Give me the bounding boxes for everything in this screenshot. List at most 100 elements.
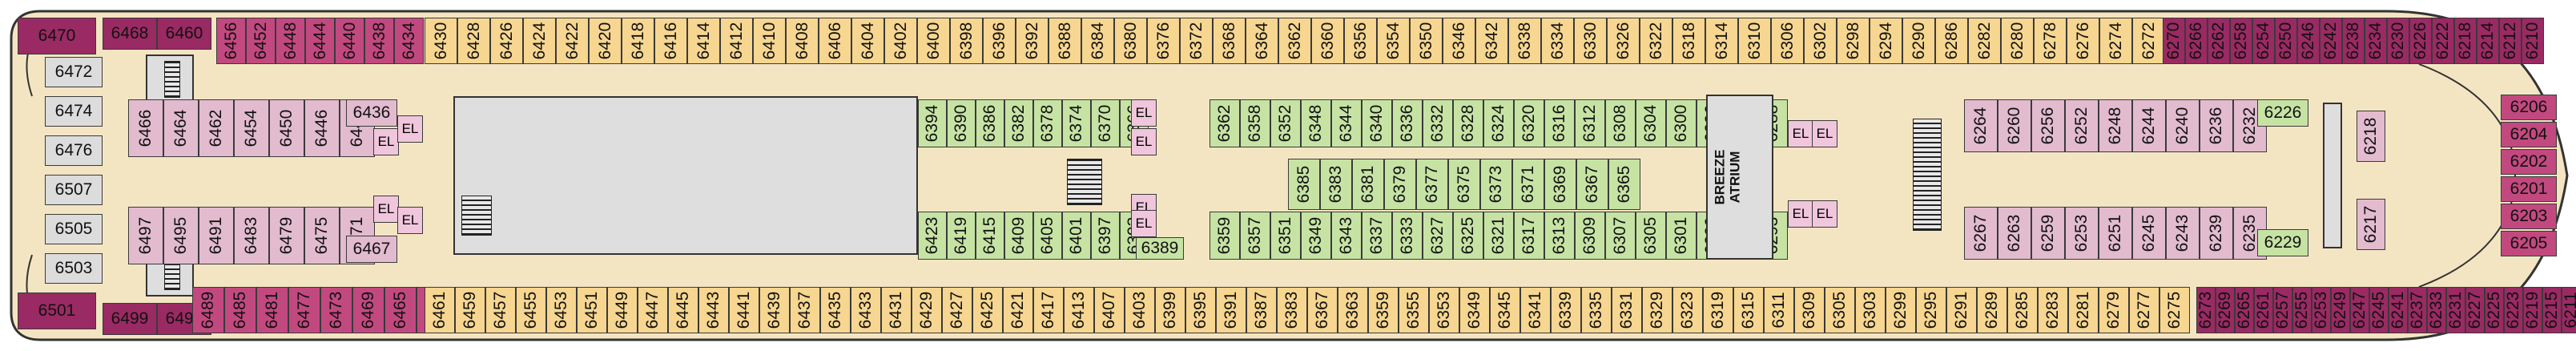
- cabin-6417[interactable]: 6417: [1033, 287, 1064, 333]
- cabin-6374[interactable]: 6374: [1062, 99, 1091, 147]
- cabin-6390[interactable]: 6390: [947, 99, 976, 147]
- cabin-6395[interactable]: 6395: [1185, 287, 1216, 333]
- cabin-6303[interactable]: 6303: [1855, 287, 1886, 333]
- cabin-6435[interactable]: 6435: [820, 287, 851, 333]
- cabin-6447[interactable]: 6447: [638, 287, 668, 333]
- cabin-6344[interactable]: 6344: [1331, 99, 1362, 147]
- cabin-6407[interactable]: 6407: [1094, 287, 1125, 333]
- cabin-6376[interactable]: 6376: [1147, 18, 1180, 64]
- cabin-6245[interactable]: 6245: [2369, 287, 2389, 333]
- cabin-6403[interactable]: 6403: [1125, 287, 1155, 333]
- cabin-6285[interactable]: 6285: [2007, 287, 2038, 333]
- cabin-6251[interactable]: 6251: [2099, 207, 2132, 260]
- cabin-6489[interactable]: 6489: [192, 287, 224, 333]
- cabin-6363[interactable]: 6363: [1338, 287, 1368, 333]
- cabin-6260[interactable]: 6260: [1998, 99, 2031, 152]
- cabin-6330[interactable]: 6330: [1574, 18, 1607, 64]
- cabin-6423[interactable]: 6423: [918, 212, 947, 260]
- cabin-6412[interactable]: 6412: [720, 18, 753, 64]
- cabin-6215[interactable]: 6215: [2542, 287, 2562, 333]
- cabin-6252[interactable]: 6252: [2065, 99, 2099, 152]
- cabin-6307[interactable]: 6307: [1605, 212, 1636, 260]
- cabin-6262[interactable]: 6262: [2208, 18, 2230, 64]
- cabin-6234[interactable]: 6234: [2365, 18, 2387, 64]
- cabin-6201[interactable]: 6201: [2501, 176, 2557, 202]
- cabin-6233[interactable]: 6233: [2427, 287, 2446, 333]
- cabin-6385[interactable]: 6385: [1288, 159, 1320, 210]
- cabin-6384[interactable]: 6384: [1081, 18, 1114, 64]
- cabin-6342[interactable]: 6342: [1475, 18, 1508, 64]
- cabin-6274[interactable]: 6274: [2099, 18, 2132, 64]
- cabin-6409[interactable]: 6409: [1004, 212, 1033, 260]
- cabin-6457[interactable]: 6457: [485, 287, 516, 333]
- cabin-6440[interactable]: 6440: [335, 18, 364, 64]
- cabin-6332[interactable]: 6332: [1423, 99, 1453, 147]
- cabin-6424[interactable]: 6424: [523, 18, 556, 64]
- cabin-6456[interactable]: 6456: [216, 18, 246, 64]
- cabin-6280[interactable]: 6280: [2001, 18, 2034, 64]
- cabin-6416[interactable]: 6416: [654, 18, 687, 64]
- cabin-6223[interactable]: 6223: [2504, 287, 2523, 333]
- cabin-6420[interactable]: 6420: [589, 18, 622, 64]
- cabin-6389[interactable]: 6389: [1136, 237, 1184, 260]
- cabin-6465[interactable]: 6465: [384, 287, 417, 333]
- cabin-6406[interactable]: 6406: [819, 18, 851, 64]
- cabin-6372[interactable]: 6372: [1180, 18, 1213, 64]
- cabin-6301[interactable]: 6301: [1666, 212, 1697, 260]
- cabin-6312[interactable]: 6312: [1575, 99, 1605, 147]
- cabin-6313[interactable]: 6313: [1544, 212, 1575, 260]
- cabin-6433[interactable]: 6433: [851, 287, 881, 333]
- cabin-6281[interactable]: 6281: [2068, 287, 2099, 333]
- cabin-6306[interactable]: 6306: [1771, 18, 1804, 64]
- cabin-6429[interactable]: 6429: [912, 287, 942, 333]
- cabin-6253[interactable]: 6253: [2312, 287, 2331, 333]
- cabin-6305[interactable]: 6305: [1825, 287, 1855, 333]
- cabin-6279[interactable]: 6279: [2099, 287, 2129, 333]
- cabin-6264[interactable]: 6264: [1964, 99, 1998, 152]
- cabin-6248[interactable]: 6248: [2099, 99, 2132, 152]
- cabin-6222[interactable]: 6222: [2432, 18, 2454, 64]
- cabin-6355[interactable]: 6355: [1399, 287, 1429, 333]
- cabin-6499[interactable]: 6499: [103, 303, 157, 335]
- cabin-6450[interactable]: 6450: [269, 99, 304, 157]
- cabin-6426[interactable]: 6426: [490, 18, 523, 64]
- cabin-6415[interactable]: 6415: [976, 212, 1004, 260]
- cabin-6337[interactable]: 6337: [1362, 212, 1392, 260]
- cabin-6414[interactable]: 6414: [687, 18, 720, 64]
- cabin-6373[interactable]: 6373: [1480, 159, 1512, 210]
- cabin-6219[interactable]: 6219: [2523, 287, 2542, 333]
- cabin-6454[interactable]: 6454: [234, 99, 269, 157]
- cabin-6309[interactable]: 6309: [1794, 287, 1825, 333]
- cabin-6436[interactable]: 6436: [346, 99, 397, 127]
- cabin-6413[interactable]: 6413: [1064, 287, 1094, 333]
- cabin-6257[interactable]: 6257: [2273, 287, 2292, 333]
- cabin-6383[interactable]: 6383: [1320, 159, 1352, 210]
- cabin-6348[interactable]: 6348: [1301, 99, 1331, 147]
- cabin-6272[interactable]: 6272: [2132, 18, 2165, 64]
- cabin-6328[interactable]: 6328: [1453, 99, 1483, 147]
- cabin-6291[interactable]: 6291: [1946, 287, 1977, 333]
- cabin-6441[interactable]: 6441: [729, 287, 759, 333]
- cabin-6269[interactable]: 6269: [2216, 287, 2235, 333]
- cabin-6446[interactable]: 6446: [304, 99, 340, 157]
- cabin-6375[interactable]: 6375: [1448, 159, 1480, 210]
- cabin-6443[interactable]: 6443: [698, 287, 729, 333]
- cabin-6202[interactable]: 6202: [2501, 149, 2557, 175]
- cabin-6394[interactable]: 6394: [918, 99, 947, 147]
- cabin-6239[interactable]: 6239: [2200, 207, 2233, 260]
- cabin-6408[interactable]: 6408: [786, 18, 819, 64]
- cabin-6298[interactable]: 6298: [1837, 18, 1870, 64]
- cabin-6331[interactable]: 6331: [1612, 287, 1642, 333]
- cabin-6352[interactable]: 6352: [1270, 99, 1301, 147]
- cabin-6206[interactable]: 6206: [2501, 95, 2557, 120]
- cabin-6455[interactable]: 6455: [516, 287, 546, 333]
- cabin-6399[interactable]: 6399: [1155, 287, 1185, 333]
- cabin-6305[interactable]: 6305: [1636, 212, 1666, 260]
- cabin-6218[interactable]: 6218: [2454, 18, 2477, 64]
- cabin-6497[interactable]: 6497: [128, 207, 163, 264]
- cabin-6481[interactable]: 6481: [256, 287, 288, 333]
- cabin-6469[interactable]: 6469: [352, 287, 384, 333]
- cabin-6396[interactable]: 6396: [983, 18, 1016, 64]
- cabin-6267[interactable]: 6267: [1964, 207, 1998, 260]
- cabin-6467[interactable]: 6467: [346, 236, 397, 263]
